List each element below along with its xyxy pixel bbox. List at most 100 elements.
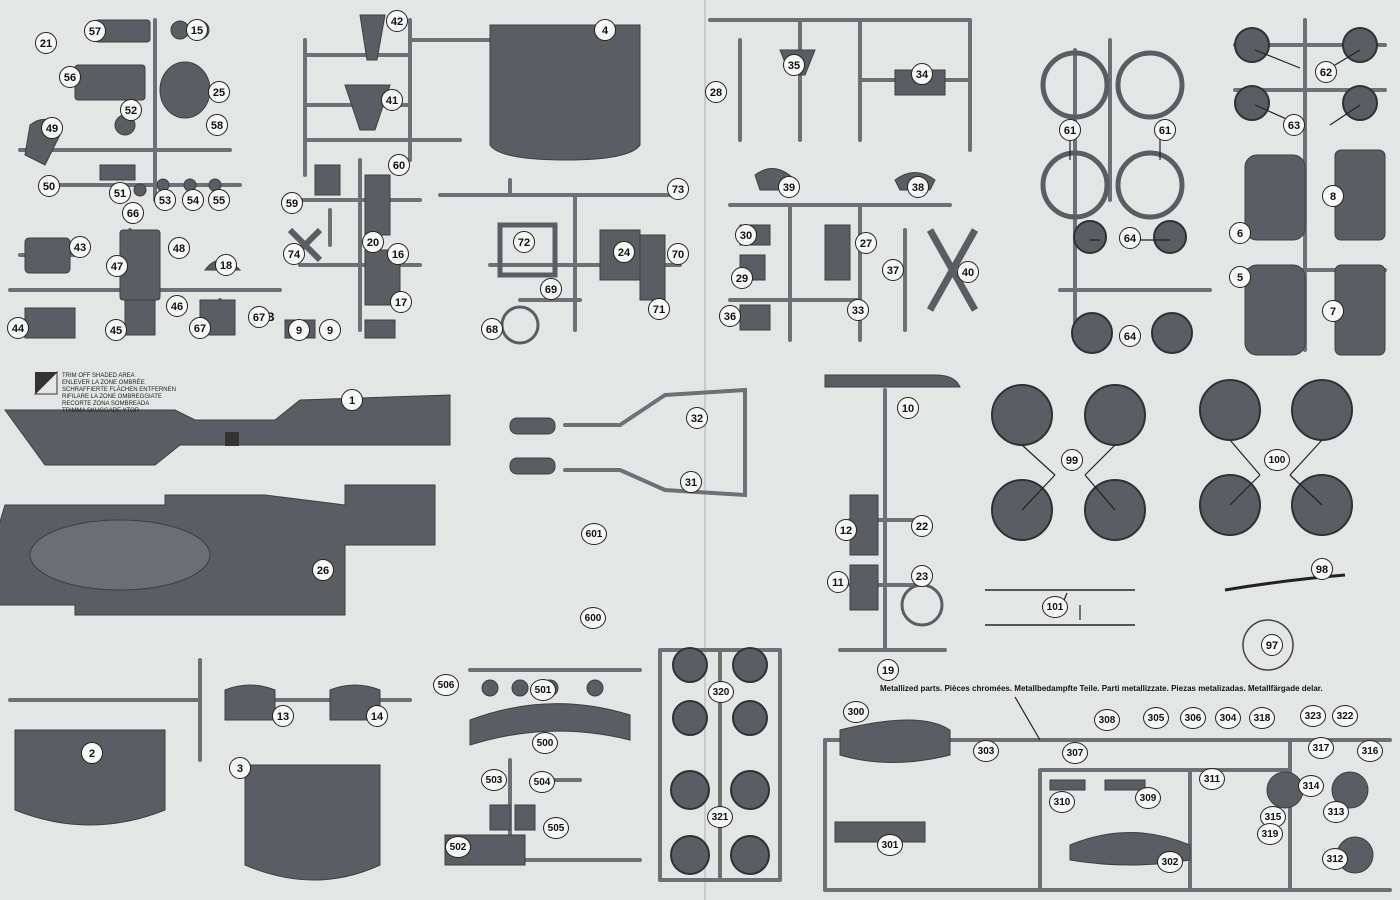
part-number-label: 55 (208, 189, 230, 211)
part-number-label: 48 (168, 237, 190, 259)
part-number-label: 66 (122, 202, 144, 224)
part-number-label: 302 (1157, 851, 1183, 873)
part-number-label: 61 (1154, 119, 1176, 141)
part-number-label: 11 (827, 571, 849, 593)
part-number-label: 74 (283, 243, 305, 265)
part-number-label: 52 (120, 99, 142, 121)
part-number-label: 97 (1261, 634, 1283, 656)
part-number-label: 101 (1042, 596, 1068, 618)
part-number-label: 502 (445, 836, 471, 858)
part-number-label: 71 (648, 298, 670, 320)
part-number-label: 313 (1323, 801, 1349, 823)
part-number-label: 2 (81, 742, 103, 764)
part-number-label: 12 (835, 519, 857, 541)
part-number-label: 56 (59, 66, 81, 88)
trim-note-line: Schraffierte Flächen entfernen (62, 387, 176, 393)
part-number-label: 506 (433, 674, 459, 696)
part-number-label: 70 (667, 243, 689, 265)
part-number-label: 31 (680, 471, 702, 493)
part-number-label: 504 (529, 771, 555, 793)
part-number-label: 312 (1322, 848, 1348, 870)
part-number-label: 32 (686, 407, 708, 429)
part-number-label: 310 (1049, 791, 1075, 813)
part-number-label: 53 (154, 189, 176, 211)
part-number-label: 45 (105, 319, 127, 341)
part-number-label: 1 (341, 389, 363, 411)
part-number-label: 301 (877, 834, 903, 856)
part-number-label: 505 (543, 817, 569, 839)
part-number-label: 25 (208, 81, 230, 103)
plastic-parts (0, 14, 1386, 881)
part-number-label: 44 (7, 317, 29, 339)
part-number-label: 9 (319, 319, 341, 341)
part-number-label: 314 (1298, 775, 1324, 797)
leader-lines (1014, 49, 1361, 741)
trim-note-line: Trim off shaded area (62, 373, 135, 379)
part-number-label: 72 (513, 231, 535, 253)
part-number-label: 323 (1300, 705, 1326, 727)
part-number-label: 57 (84, 20, 106, 42)
part-number-label: 10 (897, 397, 919, 419)
part-number-label: 64 (1119, 227, 1141, 249)
trim-note-line: Recorte zona sombreada (62, 401, 150, 407)
part-number-label: 501 (530, 679, 556, 701)
part-number-label: 35 (783, 54, 805, 76)
part-number-label: 38 (907, 176, 929, 198)
part-number-label: 21 (35, 32, 57, 54)
part-number-label: 36 (719, 305, 741, 327)
whitewall-rings (1040, 50, 1185, 220)
part-number-label: 40 (957, 261, 979, 283)
part-number-label: 3 (229, 757, 251, 779)
part-number-label: 5 (1229, 266, 1251, 288)
part-number-label: 18 (215, 254, 237, 276)
part-number-label: 28 (705, 81, 727, 103)
part-number-label: 37 (882, 259, 904, 281)
part-number-label: 50 (38, 175, 60, 197)
part-number-label: 20 (362, 231, 384, 253)
part-number-label: 601 (581, 523, 607, 545)
part-number-label: 69 (540, 278, 562, 300)
part-number-label: 306 (1180, 707, 1206, 729)
part-number-label: 500 (532, 732, 558, 754)
part-number-label: 47 (106, 255, 128, 277)
part-number-label: 16 (387, 243, 409, 265)
part-number-label: 316 (1357, 740, 1383, 762)
part-number-label: 59 (281, 192, 303, 214)
part-number-label: 100 (1264, 449, 1290, 471)
trim-note-line: Enlever la zone ombrée (62, 380, 145, 386)
part-number-label: 4 (594, 19, 616, 41)
part-number-label: 67 (189, 317, 211, 339)
part-number-label: 34 (911, 63, 933, 85)
part-number-label: 308 (1094, 709, 1120, 731)
part-number-label: 73 (667, 178, 689, 200)
part-number-label: 99 (1061, 449, 1083, 471)
part-number-label: 307 (1062, 742, 1088, 764)
part-number-label: 24 (613, 241, 635, 263)
part-number-label: 317 (1308, 737, 1334, 759)
part-number-label: 14 (366, 705, 388, 727)
part-number-label: 304 (1215, 707, 1241, 729)
part-number-label: 303 (973, 740, 999, 762)
part-number-label: 49 (41, 117, 63, 139)
part-number-label: 54 (182, 189, 204, 211)
part-number-label: 19 (877, 659, 899, 681)
part-number-label: 319 (1257, 823, 1283, 845)
part-number-label: 305 (1143, 707, 1169, 729)
part-number-label: 503 (481, 769, 507, 791)
part-number-label: 41 (381, 89, 403, 111)
trim-note-line: Rifilare la zone ombreggiate (62, 394, 162, 400)
part-number-label: 46 (166, 295, 188, 317)
part-number-label: 322 (1332, 705, 1358, 727)
part-number-label: 43 (69, 236, 91, 258)
part-number-label: 6 (1229, 222, 1251, 244)
part-number-label: 33 (847, 299, 869, 321)
part-number-label: 8 (1322, 185, 1344, 207)
part-number-label: 309 (1135, 787, 1161, 809)
part-number-label: 30 (735, 224, 757, 246)
part-number-label: 60 (388, 154, 410, 176)
part-number-label: 321 (707, 806, 733, 828)
metallized-parts-note: Metallized parts. Pièces chromées. Metal… (880, 684, 1323, 693)
part-number-label: 26 (312, 559, 334, 581)
part-number-label: 67 (248, 306, 270, 328)
